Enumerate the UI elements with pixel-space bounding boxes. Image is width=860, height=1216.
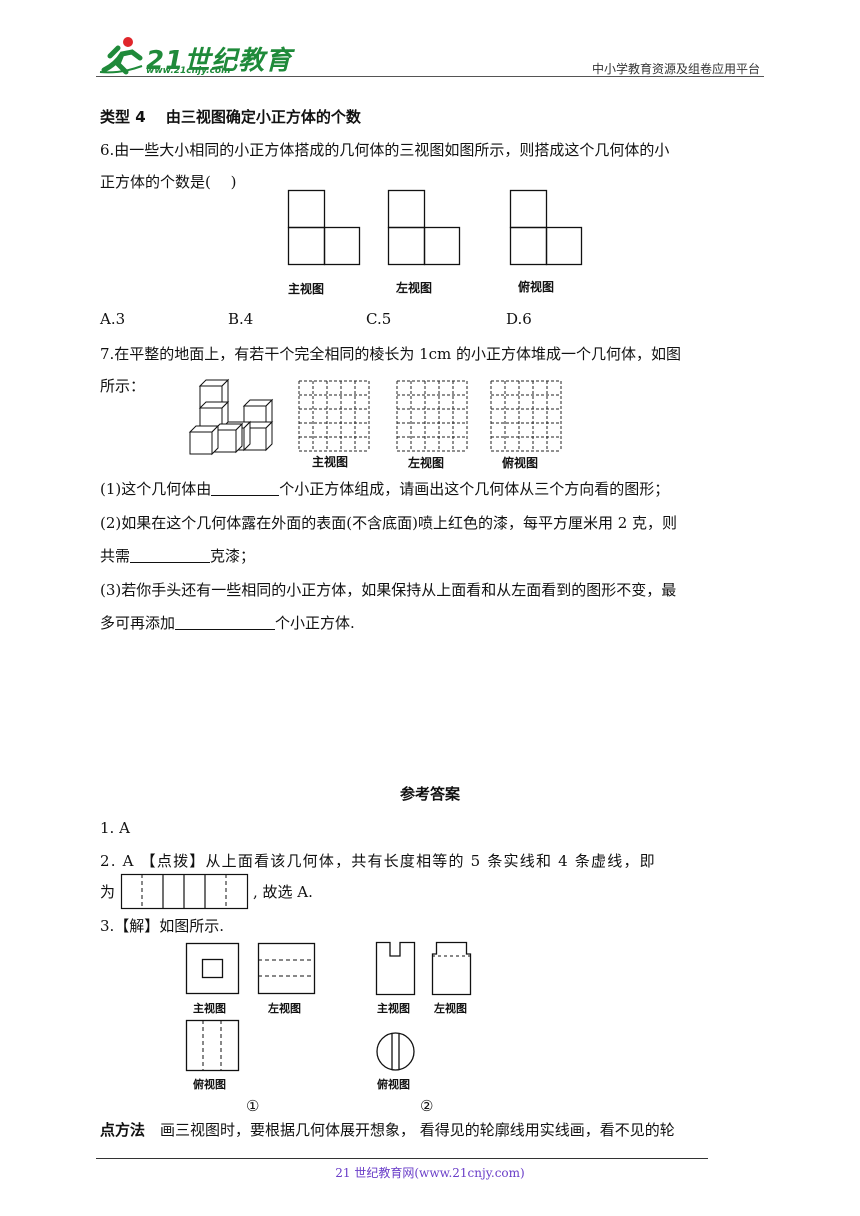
answers-title: 参考答案: [399, 785, 460, 803]
section-title: 类型 4 由三视图确定小正方体的个数: [100, 108, 361, 126]
logo-text: 21世纪教育: [146, 46, 293, 76]
answer-3: 3.【解】如图所示.: [100, 917, 225, 935]
fig1-top-view: [185, 1019, 240, 1072]
q7-label-front: 主视图: [312, 455, 349, 469]
footer-text: 21 世纪教育网(www.21cnjy.com): [335, 1166, 525, 1180]
fig1-label-top: 俯视图: [193, 1078, 226, 1091]
footer-divider: [96, 1158, 708, 1159]
q6-text-line1: 6.由一些大小相同的小正方体搭成的几何体的三视图如图所示，则搭成这个几何体的小: [100, 141, 670, 159]
q6-text-line2: 正方体的个数是( ): [100, 173, 237, 191]
q7-part3-line2: 多可再添加 个小正方体.: [100, 613, 355, 633]
q6-label-front: 主视图: [288, 282, 325, 296]
answer-1: 1. A: [100, 819, 130, 837]
q7-front-view-grid: [298, 380, 370, 452]
q7-part1: (1)这个几何体由 个小正方体组成，请画出这个几何体从三个方向看的图形；: [100, 479, 669, 499]
q6-option-c: C.5: [366, 310, 392, 328]
q7-left-view-grid: [396, 380, 468, 452]
header-divider: [96, 76, 764, 77]
q7-cube-stack-figure: [188, 378, 274, 456]
fig1-label-front: 主视图: [193, 1002, 226, 1015]
fig2-front-view: [375, 941, 416, 996]
q7-label-top: 俯视图: [502, 456, 539, 470]
q6-option-d: D.6: [506, 310, 532, 328]
q7-part2-line1: (2)如果在这个几何体露在外面的表面(不含底面)喷上红色的漆，每平方厘米用 2 …: [100, 514, 678, 532]
logo-runner-icon: [99, 37, 143, 75]
method-paragraph: 点方法 画三视图时，要根据几何体展开想象， 看得见的轮廓线用实线画，看不见的轮: [100, 1120, 675, 1140]
fig2-label-top: 俯视图: [377, 1078, 410, 1091]
answer-2-suffix: , 故选 A.: [253, 883, 313, 901]
q6-label-left: 左视图: [396, 281, 433, 295]
q7-label-left: 左视图: [408, 456, 445, 470]
q6-left-view-figure: [387, 189, 461, 266]
q6-front-view-figure: [287, 189, 361, 266]
logo-url: www.21cnjy.com: [146, 66, 231, 76]
q7-part2-blank[interactable]: [130, 546, 211, 563]
answer-2-prefix: 为: [100, 883, 116, 901]
q7-top-view-grid: [490, 380, 562, 452]
q7-part2-rest: 克漆；: [210, 547, 256, 565]
q7-part1-lead: (1)这个几何体由: [100, 480, 212, 498]
fig2-top-view: [376, 1032, 415, 1071]
fig2-label-left: 左视图: [434, 1002, 467, 1015]
q6-top-view-figure: [509, 189, 583, 266]
q7-text-line2: 所示：: [100, 377, 146, 395]
q7-part1-blank[interactable]: [211, 479, 280, 496]
answer-2-strip-figure: [120, 873, 249, 910]
q6-option-a: A.3: [100, 310, 126, 328]
method-title: 点方法: [100, 1121, 146, 1139]
fig1-label-left: 左视图: [268, 1002, 301, 1015]
q6-option-b: B.4: [228, 310, 254, 328]
q7-part1-rest: 个小正方体组成，请画出这个几何体从三个方向看的图形；: [279, 480, 670, 498]
q7-part3-line1: (3)若你手头还有一些相同的小正方体，如果保持从上面看和从左面看到的图形不变，最: [100, 581, 677, 599]
q6-label-top: 俯视图: [518, 280, 555, 294]
q7-part3-lead: 多可再添加: [100, 614, 176, 632]
q7-text-line1: 7.在平整的地面上，有若干个完全相同的棱长为 1cm 的小正方体堆成一个几何体，…: [100, 345, 682, 363]
fig1-front-view: [185, 942, 240, 995]
fig2-left-view: [431, 941, 472, 996]
answer-2-line1: 2. A 【点拨】从上面看该几何体，共有长度相等的 5 条实线和 4 条虚线，即: [100, 852, 656, 870]
q7-part2-lead: 共需: [100, 547, 131, 565]
fig2-number: ②: [420, 1097, 434, 1115]
fig2-label-front: 主视图: [377, 1002, 410, 1015]
site-name: 中小学教育资源及组卷应用平台: [591, 62, 760, 76]
q7-part3-blank[interactable]: [175, 613, 276, 630]
q7-part3-rest: 个小正方体.: [275, 614, 355, 632]
q7-part2-line2: 共需 克漆；: [100, 546, 255, 566]
fig1-number: ①: [246, 1097, 260, 1115]
method-text: 画三视图时，要根据几何体展开想象， 看得见的轮廓线用实线画，看不见的轮: [145, 1121, 675, 1139]
fig1-left-view: [257, 942, 316, 995]
